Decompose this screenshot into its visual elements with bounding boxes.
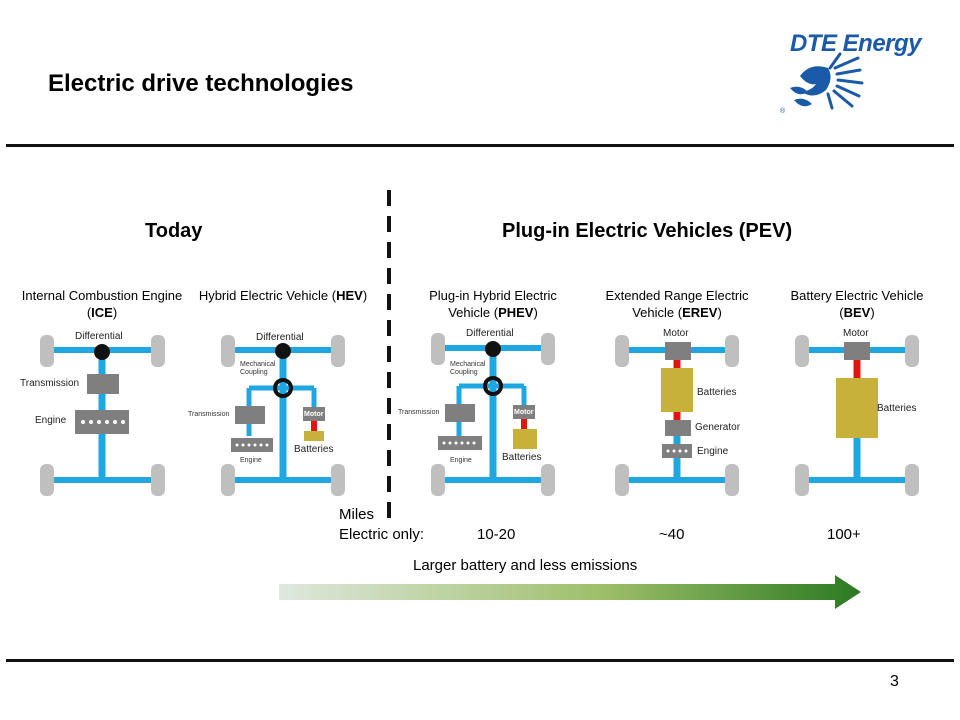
hev-mechanical-coupling: [273, 378, 293, 398]
hev-motor: [303, 407, 325, 421]
trend-caption: Larger battery and less emissions: [413, 557, 638, 574]
vehicle-title-ice: Internal Combustion Engine (ICE): [21, 288, 183, 320]
erev-engine: [662, 444, 692, 458]
ice-transmission: [87, 374, 119, 394]
phev-transmission-label: Transmission: [398, 409, 440, 416]
phev-transmission: [445, 404, 475, 422]
phev-batteries: [513, 429, 537, 449]
section-pev: Plug-in Electric Vehicles (PEV): [502, 220, 793, 242]
phev-coupling-label: Mechanical Coupling: [450, 361, 486, 376]
hev-engine-label: Engine: [240, 457, 262, 464]
hev-chassis: [221, 335, 345, 496]
phev-chassis: [431, 333, 555, 496]
ice-differential: [94, 344, 110, 360]
hev-coupling-label: Mechanical Coupling: [240, 361, 276, 376]
phev-engine-label: Engine: [450, 457, 472, 464]
phev-batteries-label: Batteries: [502, 452, 542, 463]
phev-differential: [485, 341, 501, 357]
erev-batteries: [661, 368, 693, 412]
hev-motor-label: Motor: [304, 411, 324, 418]
miles-label: Miles: [339, 506, 375, 523]
logo-starburst-icon: [790, 52, 864, 110]
erev-batteries-label: Batteries: [697, 387, 737, 398]
vehicle-title-phev: Plug-in Hybrid Electric Vehicle (PHEV): [429, 288, 557, 320]
ice-transmission-label: Transmission: [20, 378, 80, 389]
erev-generator-label: Generator: [695, 422, 741, 433]
section-today: Today: [145, 220, 203, 242]
bev-motor: [844, 342, 870, 360]
bev-miles-value: 100+: [827, 526, 861, 543]
dte-logo: DTE Energy ®: [780, 28, 950, 118]
vehicle-title-hev: Hybrid Electric Vehicle (HEV): [198, 288, 368, 303]
erev-engine-label: Engine: [697, 446, 729, 457]
header-rule: [6, 144, 954, 147]
vehicle-title-bev: Battery Electric Vehicle (BEV): [790, 288, 924, 320]
bev-batteries: [836, 378, 878, 438]
phev-motor-label: Motor: [514, 409, 534, 416]
ice-chassis: [40, 335, 165, 496]
bev-chassis: [795, 335, 919, 496]
bev-batteries-label: Batteries: [877, 403, 917, 414]
hev-batteries-label: Batteries: [294, 444, 334, 455]
registered-mark: ®: [780, 108, 786, 115]
bev-motor-label: Motor: [843, 328, 869, 339]
erev-generator: [665, 420, 691, 436]
page-title: Electric drive technologies: [48, 70, 354, 97]
electric-only-label: Electric only:: [339, 526, 425, 543]
ice-engine-label: Engine: [35, 415, 67, 426]
phev-mechanical-coupling: [483, 376, 503, 396]
erev-motor: [665, 342, 691, 360]
hev-differential: [275, 343, 291, 359]
phev-differential-label: Differential: [466, 328, 514, 339]
footer-rule: [6, 659, 954, 662]
vehicle-title-erev: Extended Range Electric Vehicle (EREV): [605, 288, 749, 320]
hev-batteries: [304, 431, 324, 441]
hev-engine: [231, 438, 273, 452]
erev-motor-label: Motor: [663, 328, 689, 339]
phev-motor: [513, 405, 535, 419]
erev-miles-value: ~40: [659, 526, 685, 543]
hev-transmission-label: Transmission: [188, 411, 230, 418]
trend-arrow: [279, 575, 861, 609]
logo-text: DTE Energy: [790, 30, 922, 57]
hev-transmission: [235, 406, 265, 424]
page-number: 3: [890, 673, 899, 690]
phev-engine: [438, 436, 482, 450]
phev-miles-value: 10-20: [477, 526, 516, 543]
hev-differential-label: Differential: [256, 332, 304, 343]
ice-differential-label: Differential: [75, 331, 123, 342]
erev-chassis: [615, 335, 739, 496]
